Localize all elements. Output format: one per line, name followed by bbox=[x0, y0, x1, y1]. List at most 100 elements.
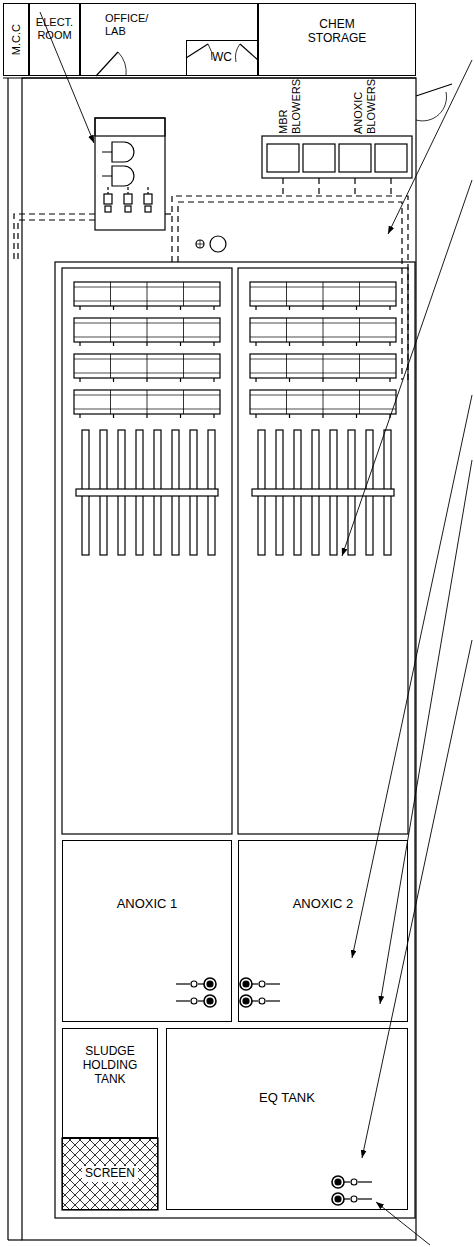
room-label: SLUDGE HOLDING TANK bbox=[75, 1045, 145, 1086]
door-swing bbox=[208, 44, 212, 60]
cassette-leg bbox=[146, 414, 147, 418]
pipe bbox=[198, 983, 204, 984]
valve-cross bbox=[200, 240, 201, 248]
door-swing bbox=[235, 44, 240, 62]
cassette-leg bbox=[180, 378, 181, 382]
cassette-leg bbox=[389, 306, 390, 310]
cassette-divider bbox=[359, 318, 360, 342]
pump-casing bbox=[204, 995, 216, 1007]
cassette-divider bbox=[110, 354, 111, 378]
cassette-leg bbox=[79, 342, 80, 346]
air-drop bbox=[283, 178, 391, 196]
door-leaf bbox=[240, 44, 258, 60]
cassette-divider bbox=[359, 282, 360, 306]
cassette-leg bbox=[322, 306, 323, 310]
cassette-divider bbox=[183, 390, 184, 414]
membrane-cassette bbox=[250, 318, 396, 342]
blower-unit bbox=[339, 144, 371, 172]
cassette-divider bbox=[359, 390, 360, 414]
cassette-leg bbox=[79, 306, 80, 310]
pipe bbox=[358, 1181, 372, 1182]
diffuser-header bbox=[252, 489, 394, 496]
pump-symbol bbox=[240, 995, 280, 1007]
pump-casing bbox=[204, 978, 216, 990]
air-header bbox=[178, 202, 402, 380]
filter-symbol bbox=[102, 166, 134, 186]
cassette-leg bbox=[180, 414, 181, 418]
cassette-leg bbox=[389, 342, 390, 346]
blower-skid bbox=[262, 136, 412, 178]
tank-group-outline bbox=[55, 262, 415, 1218]
blower-unit bbox=[375, 144, 407, 172]
cassette-leg bbox=[213, 342, 214, 346]
cassette-leg bbox=[255, 414, 256, 418]
leader-line bbox=[362, 640, 472, 1158]
cassette-divider bbox=[183, 318, 184, 342]
cassette-leg bbox=[180, 342, 181, 346]
membrane-cassette bbox=[250, 390, 396, 414]
equipment-label: MBR BLOWERS bbox=[277, 78, 303, 134]
cassette-leg bbox=[255, 342, 256, 346]
pump-impeller bbox=[207, 998, 213, 1004]
manhole-symbol bbox=[210, 236, 226, 252]
room-label: OFFICE/ LAB bbox=[105, 12, 163, 37]
pipe bbox=[344, 1181, 350, 1182]
skid-pump-base bbox=[105, 206, 111, 212]
blower-unit bbox=[267, 144, 299, 172]
cassette-divider bbox=[110, 318, 111, 342]
mbr-tank bbox=[238, 268, 408, 834]
pump-impeller bbox=[243, 981, 249, 987]
process-pipe bbox=[18, 220, 95, 262]
pipe bbox=[252, 983, 258, 984]
pump-casing bbox=[240, 978, 252, 990]
valve bbox=[351, 1179, 357, 1185]
mbr-tank bbox=[62, 268, 232, 834]
cassette-leg bbox=[289, 342, 290, 346]
room-label: ELECT. ROOM bbox=[32, 16, 78, 41]
pump-casing bbox=[240, 995, 252, 1007]
equipment-label: ANOXIC BLOWERS bbox=[352, 78, 378, 134]
room-box: WC bbox=[186, 40, 258, 76]
room-label: M.C.C bbox=[10, 24, 23, 55]
filter-symbol bbox=[102, 142, 134, 162]
cassette-leg bbox=[79, 378, 80, 382]
membrane-cassette bbox=[74, 354, 220, 378]
pipe bbox=[358, 1198, 372, 1199]
skid-pump bbox=[144, 194, 152, 204]
pump-symbol bbox=[240, 978, 280, 990]
pipe bbox=[176, 983, 190, 984]
equipment-skid bbox=[95, 118, 165, 230]
cassette-leg bbox=[113, 306, 114, 310]
room-label: WC bbox=[212, 51, 232, 65]
cassette-leg bbox=[356, 342, 357, 346]
pump-casing bbox=[332, 1193, 344, 1205]
cassette-divider bbox=[183, 282, 184, 306]
membrane-cassette bbox=[250, 282, 396, 306]
room-box: ANOXIC 2 bbox=[238, 840, 408, 1022]
skid-pipe bbox=[127, 187, 128, 194]
cassette-leg bbox=[180, 306, 181, 310]
door-swing bbox=[118, 52, 126, 76]
cassette-leg bbox=[113, 378, 114, 382]
pipe bbox=[176, 1000, 190, 1001]
pump-impeller bbox=[207, 981, 213, 987]
leader-line bbox=[388, 60, 472, 234]
pump-casing bbox=[332, 1176, 344, 1188]
cassette-divider bbox=[147, 354, 148, 378]
cassette-leg bbox=[356, 378, 357, 382]
room-box: SLUDGE HOLDING TANK bbox=[62, 1028, 158, 1138]
outer-wall bbox=[7, 78, 8, 1240]
room-label: CHEM STORAGE bbox=[297, 18, 377, 46]
membrane-cassette bbox=[74, 390, 220, 414]
cassette-divider bbox=[110, 390, 111, 414]
door-leaf bbox=[186, 44, 208, 58]
outer-wall bbox=[8, 1239, 22, 1240]
leader-line bbox=[352, 395, 472, 958]
valve bbox=[191, 998, 197, 1004]
plant-equipment bbox=[3, 12, 472, 1245]
cassette-leg bbox=[146, 306, 147, 310]
cassette-divider bbox=[147, 282, 148, 306]
cassette-leg bbox=[213, 414, 214, 418]
pipe bbox=[266, 983, 280, 984]
